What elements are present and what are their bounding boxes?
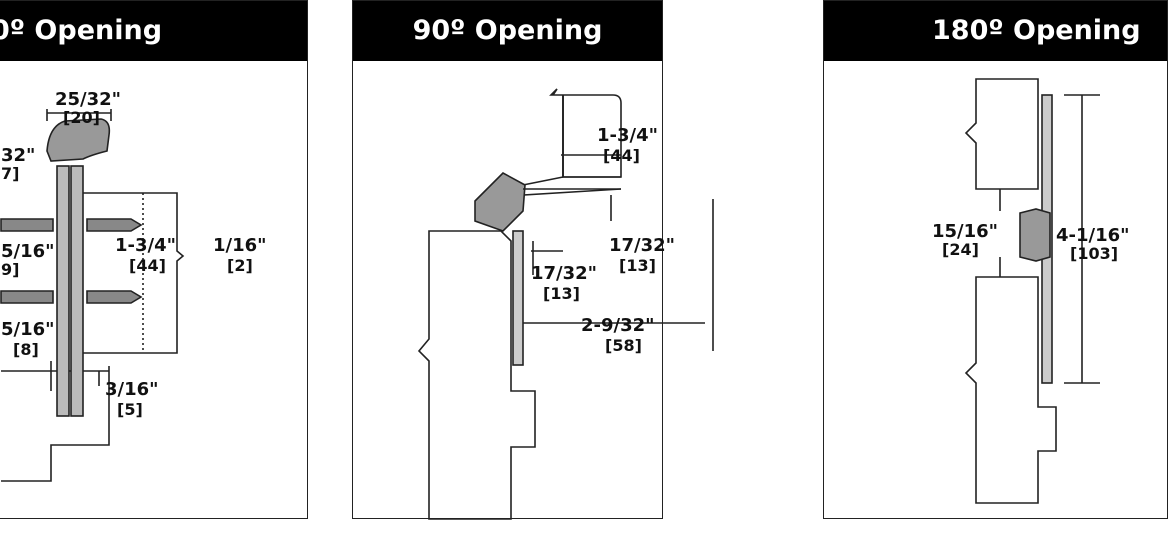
dim-bottom-left-mm: [8]	[13, 340, 39, 359]
dim-top-width: 25/32"	[55, 89, 121, 110]
panel-title: 180º Opening	[824, 1, 1167, 61]
dim-gap: 1/16"	[213, 235, 267, 256]
dim-offset-a: 17/32"	[609, 235, 675, 256]
dim-door: 1-3/4"	[597, 125, 658, 146]
dim-left-mid: 5/16"	[1, 241, 55, 262]
dim-bottom-left: 5/16"	[1, 319, 55, 340]
panel-90-degree-opening: 90º Opening	[352, 0, 714, 520]
dim-gap: 15/16"	[932, 221, 998, 242]
dim-offset-a-mm: [13]	[619, 256, 656, 275]
panel-title: 90º Opening	[353, 1, 662, 61]
panel-title: 0º Opening	[0, 1, 307, 61]
dim-clearance: 2-9/32"	[581, 315, 655, 336]
dim-left-mid-mm: 9]	[1, 260, 19, 279]
dim-gap-mm: [24]	[942, 240, 979, 259]
dim-top-width-mm: [20]	[63, 108, 100, 127]
dim-door-mm: [44]	[129, 256, 166, 275]
hinge-diagram-180-degree: 15/16" [24] 4-1/16" [103]	[932, 78, 1130, 504]
panel-180-degree-opening: 180º Opening 15/16" [24] 4-1/16" [103]	[823, 0, 1168, 519]
panel-title-text: 0º Opening	[0, 15, 163, 46]
dim-offset-b: 17/32"	[531, 263, 597, 284]
dim-bottom-right: 3/16"	[105, 379, 159, 400]
panel-title-text: 180º Opening	[932, 15, 1141, 46]
dim-left-small-mm: 7]	[1, 164, 19, 183]
dim-door-mm: [44]	[603, 146, 640, 165]
dim-offset-b-mm: [13]	[543, 284, 580, 303]
dim-width-mm: [103]	[1070, 244, 1118, 263]
hinge-diagram-90-degree: 1-3/4" [44] 17/32" [13] 17/32" [13] 2-9/…	[417, 88, 714, 520]
dim-door: 1-3/4"	[115, 235, 176, 256]
dim-clearance-mm: [58]	[605, 336, 642, 355]
dim-gap-mm: [2]	[227, 256, 253, 275]
panel-0-degree-opening: 0º Opening 25/32" [20] 32" 7] 5	[0, 0, 308, 519]
dim-bottom-right-mm: [5]	[117, 400, 143, 419]
dim-left-small: 32"	[1, 145, 35, 166]
hinge-diagram-0-degree: 25/32" [20] 32" 7] 5/16" 9] 1-3/4" [44] …	[0, 89, 267, 482]
dim-width: 4-1/16"	[1056, 225, 1130, 246]
